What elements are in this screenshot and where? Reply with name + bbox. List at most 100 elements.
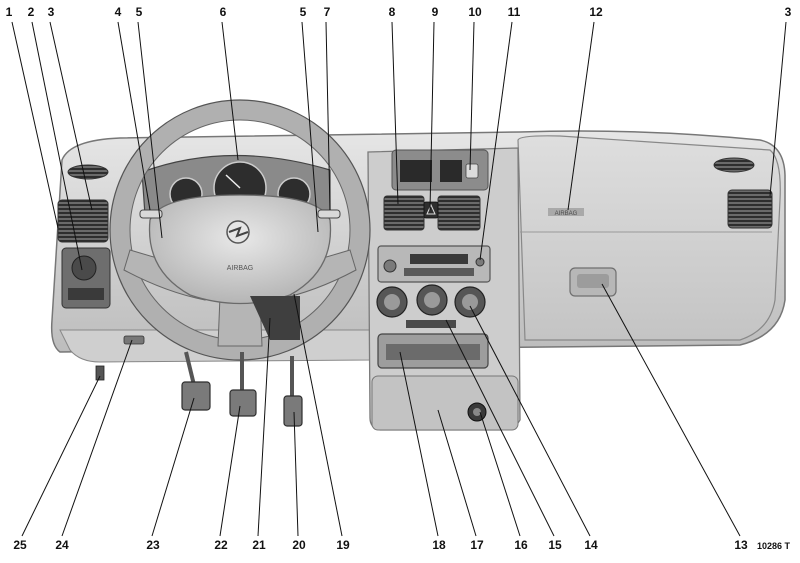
fan-knob-cap	[384, 294, 400, 310]
steering-wheel: AIRBAG	[109, 99, 371, 361]
climate-controls	[376, 284, 486, 328]
accelerator-pedal	[283, 395, 303, 427]
leader-3-left	[49, 21, 93, 211]
light-switch	[71, 255, 97, 281]
leader-1	[11, 21, 59, 229]
clutch-arm	[184, 351, 196, 386]
callout-3-right: 3	[785, 5, 792, 19]
leader-lines	[11, 21, 787, 537]
callouts-bottom: 25 24 23 22 21 20 19 18 17 16 15 14 13	[13, 538, 748, 552]
leader-11	[479, 21, 513, 261]
callout-22: 22	[214, 538, 228, 552]
leader-15	[445, 319, 555, 537]
leader-8	[391, 21, 399, 205]
left-side-vent	[57, 199, 109, 243]
leader-20	[293, 411, 299, 537]
leader-5-left	[137, 21, 163, 239]
leader-18	[399, 351, 439, 537]
leader-23	[151, 397, 195, 537]
callout-12: 12	[589, 5, 603, 19]
right-side-vent	[727, 189, 773, 229]
callout-21: 21	[252, 538, 266, 552]
leader-17	[437, 409, 477, 537]
clutch-pedal	[181, 381, 211, 411]
leader-3-right	[769, 21, 787, 197]
callout-16: 16	[514, 538, 528, 552]
callout-25: 25	[13, 538, 27, 552]
callout-18: 18	[432, 538, 446, 552]
callout-14: 14	[584, 538, 598, 552]
temperature-knob-cap	[462, 294, 478, 310]
fuse-box-cover	[95, 365, 105, 381]
turn-signal-stalk	[139, 209, 163, 219]
callout-5-right: 5	[300, 5, 307, 19]
leader-21	[257, 317, 271, 537]
passenger-airbag-badge	[548, 208, 584, 216]
leader-2	[31, 21, 83, 271]
callout-3-left: 3	[48, 5, 55, 19]
airbag-label: AIRBAG	[227, 265, 253, 272]
leader-25	[21, 375, 101, 537]
info-display-left	[400, 160, 432, 182]
leader-13	[601, 283, 741, 537]
steering-column	[250, 296, 300, 340]
wiper-stalk	[317, 209, 341, 219]
leader-9	[429, 21, 435, 211]
leader-14	[469, 305, 591, 537]
glovebox-handle-inner	[577, 274, 609, 288]
leader-4	[117, 21, 151, 211]
lower-console	[371, 375, 519, 431]
light-switch-buttons	[68, 288, 104, 300]
callout-10: 10	[468, 5, 482, 19]
storage-compartment-inner	[386, 344, 480, 360]
callout-23: 23	[146, 538, 160, 552]
callout-2: 2	[28, 5, 35, 19]
callout-8: 8	[389, 5, 396, 19]
leader-22	[219, 405, 241, 537]
leader-19	[293, 293, 343, 537]
leader-24	[61, 339, 133, 537]
bonnet-release	[123, 335, 145, 345]
center-vent-right	[437, 195, 481, 231]
left-top-vent	[67, 164, 109, 180]
passenger-airbag-text: AIRBAG	[555, 211, 578, 217]
callout-4: 4	[115, 5, 122, 19]
pedals	[181, 351, 303, 427]
speedometer-needle	[225, 174, 241, 189]
leader-5-right	[301, 21, 319, 233]
callout-1: 1	[6, 5, 13, 19]
callout-5-left: 5	[136, 5, 143, 19]
callout-6: 6	[220, 5, 227, 19]
cigarette-lighter-cap	[473, 408, 481, 416]
callout-19: 19	[336, 538, 350, 552]
callout-20: 20	[292, 538, 306, 552]
radio-buttons	[404, 268, 474, 276]
callout-13: 13	[734, 538, 748, 552]
brake-pedal	[229, 389, 257, 417]
steering-wheel-rim	[110, 100, 370, 360]
callouts-top: 1 2 3 4 5 6 5 7 8 9 10 11 12 3	[6, 5, 792, 19]
leader-10	[469, 21, 475, 171]
leader-16	[479, 411, 521, 537]
center-vent-left	[383, 195, 425, 231]
brand-logo-bolt	[228, 226, 249, 238]
callout-7: 7	[324, 5, 331, 19]
info-display-right	[440, 160, 462, 182]
radio-knob-left	[383, 259, 397, 273]
radio-display	[410, 254, 468, 264]
climate-switches	[406, 320, 456, 328]
steering-hub	[148, 194, 332, 305]
leader-6	[221, 21, 239, 161]
leader-12	[567, 21, 595, 211]
hazard-triangle-icon	[426, 203, 436, 215]
air-distribution-knob-cap	[424, 292, 440, 308]
callout-15: 15	[548, 538, 562, 552]
figure-code: 10286 T	[757, 541, 791, 551]
callout-11: 11	[508, 5, 521, 19]
callout-17: 17	[470, 538, 484, 552]
callout-9: 9	[432, 5, 439, 19]
callout-24: 24	[55, 538, 69, 552]
info-display-button	[465, 163, 479, 179]
